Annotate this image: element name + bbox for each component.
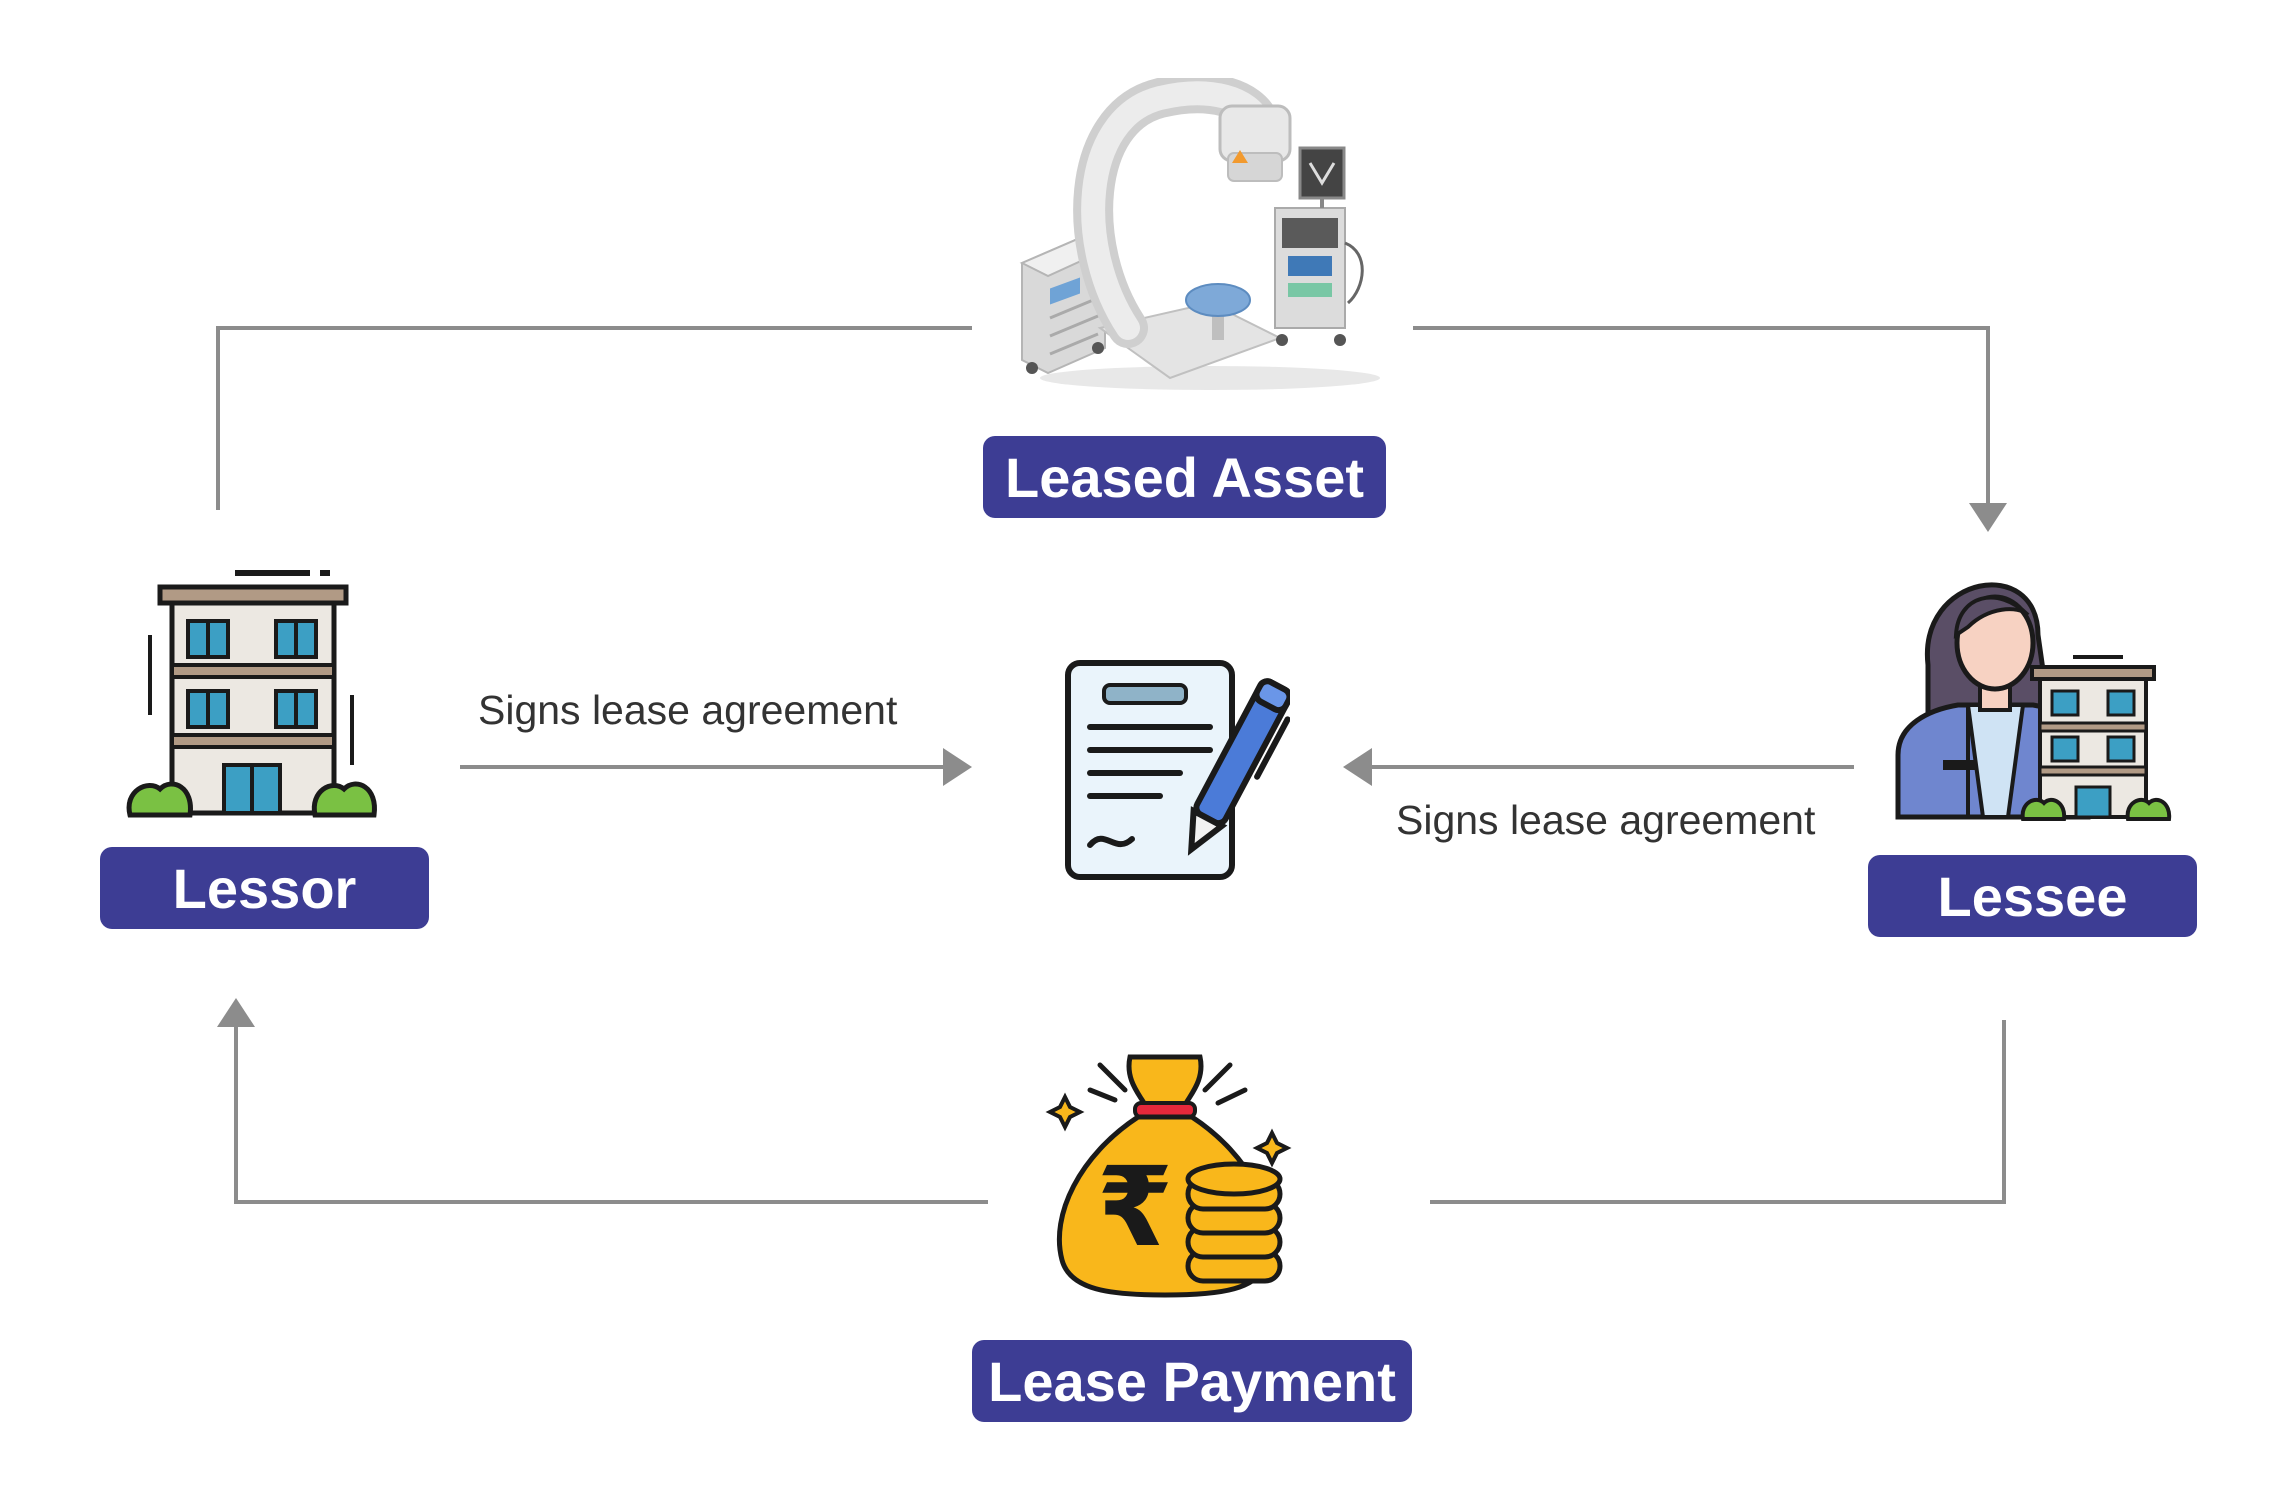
svg-text:₹: ₹ [1097,1143,1174,1271]
lease-payment-label: Lease Payment [972,1340,1412,1422]
connector-asset-to-lessee [1413,326,1990,505]
lessor-label: Lessor [100,847,429,929]
businesswoman-with-building-icon [1895,582,2172,821]
lessee-edge-label: Signs lease agreement [1396,797,1816,843]
lessee-label: Lessee [1868,855,2197,937]
arrowhead-right-icon [943,748,972,786]
connector-lessee-to-payment [1430,1020,2006,1204]
arrowhead-down-icon [1969,503,2007,532]
rupee-money-bag-icon: ₹ [1045,1054,1292,1298]
office-building-icon [126,570,377,818]
connector-payment-to-lessor [234,1025,988,1204]
arrowhead-up-icon [217,998,255,1027]
c-arm-xray-machine-icon [1019,78,1380,390]
connector-lessor-to-asset [216,326,972,510]
lease-agreement-document-icon [1065,660,1290,880]
lessor-edge-label: Signs lease agreement [478,687,898,733]
leased-asset-label: Leased Asset [983,436,1386,518]
arrowhead-left-icon [1343,748,1372,786]
